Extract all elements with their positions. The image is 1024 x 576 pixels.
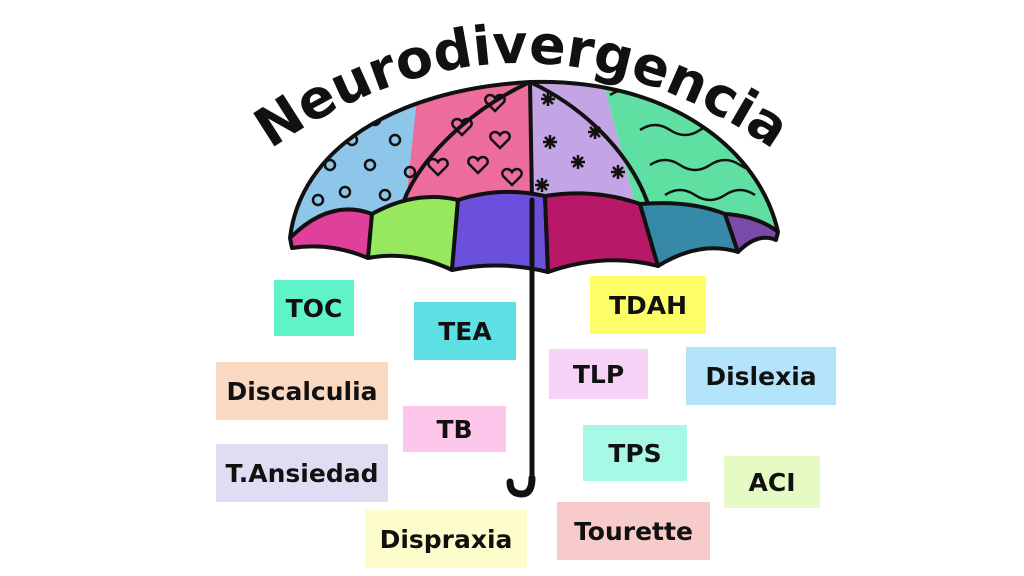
label-toc-text: TOC [285, 293, 343, 323]
label-tea-text: TEA [438, 316, 492, 346]
fringe-panel-5 [638, 201, 740, 268]
asterisks-pattern [535, 92, 625, 192]
fringe-panel-6 [723, 212, 780, 254]
label-dispraxia-text: Dispraxia [379, 524, 513, 554]
label-discalculia-text: Discalculia [226, 376, 378, 406]
label-t-ansiedad: T.Ansiedad [216, 444, 388, 502]
label-tb-text: TB [436, 414, 473, 444]
label-tea: TEA [414, 302, 516, 360]
umbrella-handle [506, 197, 536, 498]
label-tps-text: TPS [608, 438, 662, 468]
label-tdah: TDAH [590, 276, 706, 334]
label-tb: TB [403, 406, 506, 452]
label-tdah-text: TDAH [608, 290, 688, 320]
label-tourette: Tourette [557, 502, 710, 560]
label-aci: ACI [724, 456, 820, 508]
label-dispraxia: Dispraxia [365, 510, 527, 568]
label-tlp-text: TLP [572, 359, 625, 389]
label-tourette-text: Tourette [574, 516, 693, 546]
label-tps: TPS [583, 425, 687, 481]
label-tlp: TLP [549, 349, 648, 399]
fringe-panel-2 [366, 195, 460, 272]
label-aci-text: ACI [748, 467, 796, 497]
label-dislexia: Dislexia [686, 347, 836, 405]
label-toc: TOC [274, 280, 354, 336]
label-dislexia-text: Dislexia [705, 361, 817, 391]
label-t-ansiedad-text: T.Ansiedad [225, 458, 379, 488]
canopy-outline [288, 79, 780, 239]
umbrella-fringe [288, 189, 780, 274]
label-discalculia: Discalculia [216, 362, 388, 420]
